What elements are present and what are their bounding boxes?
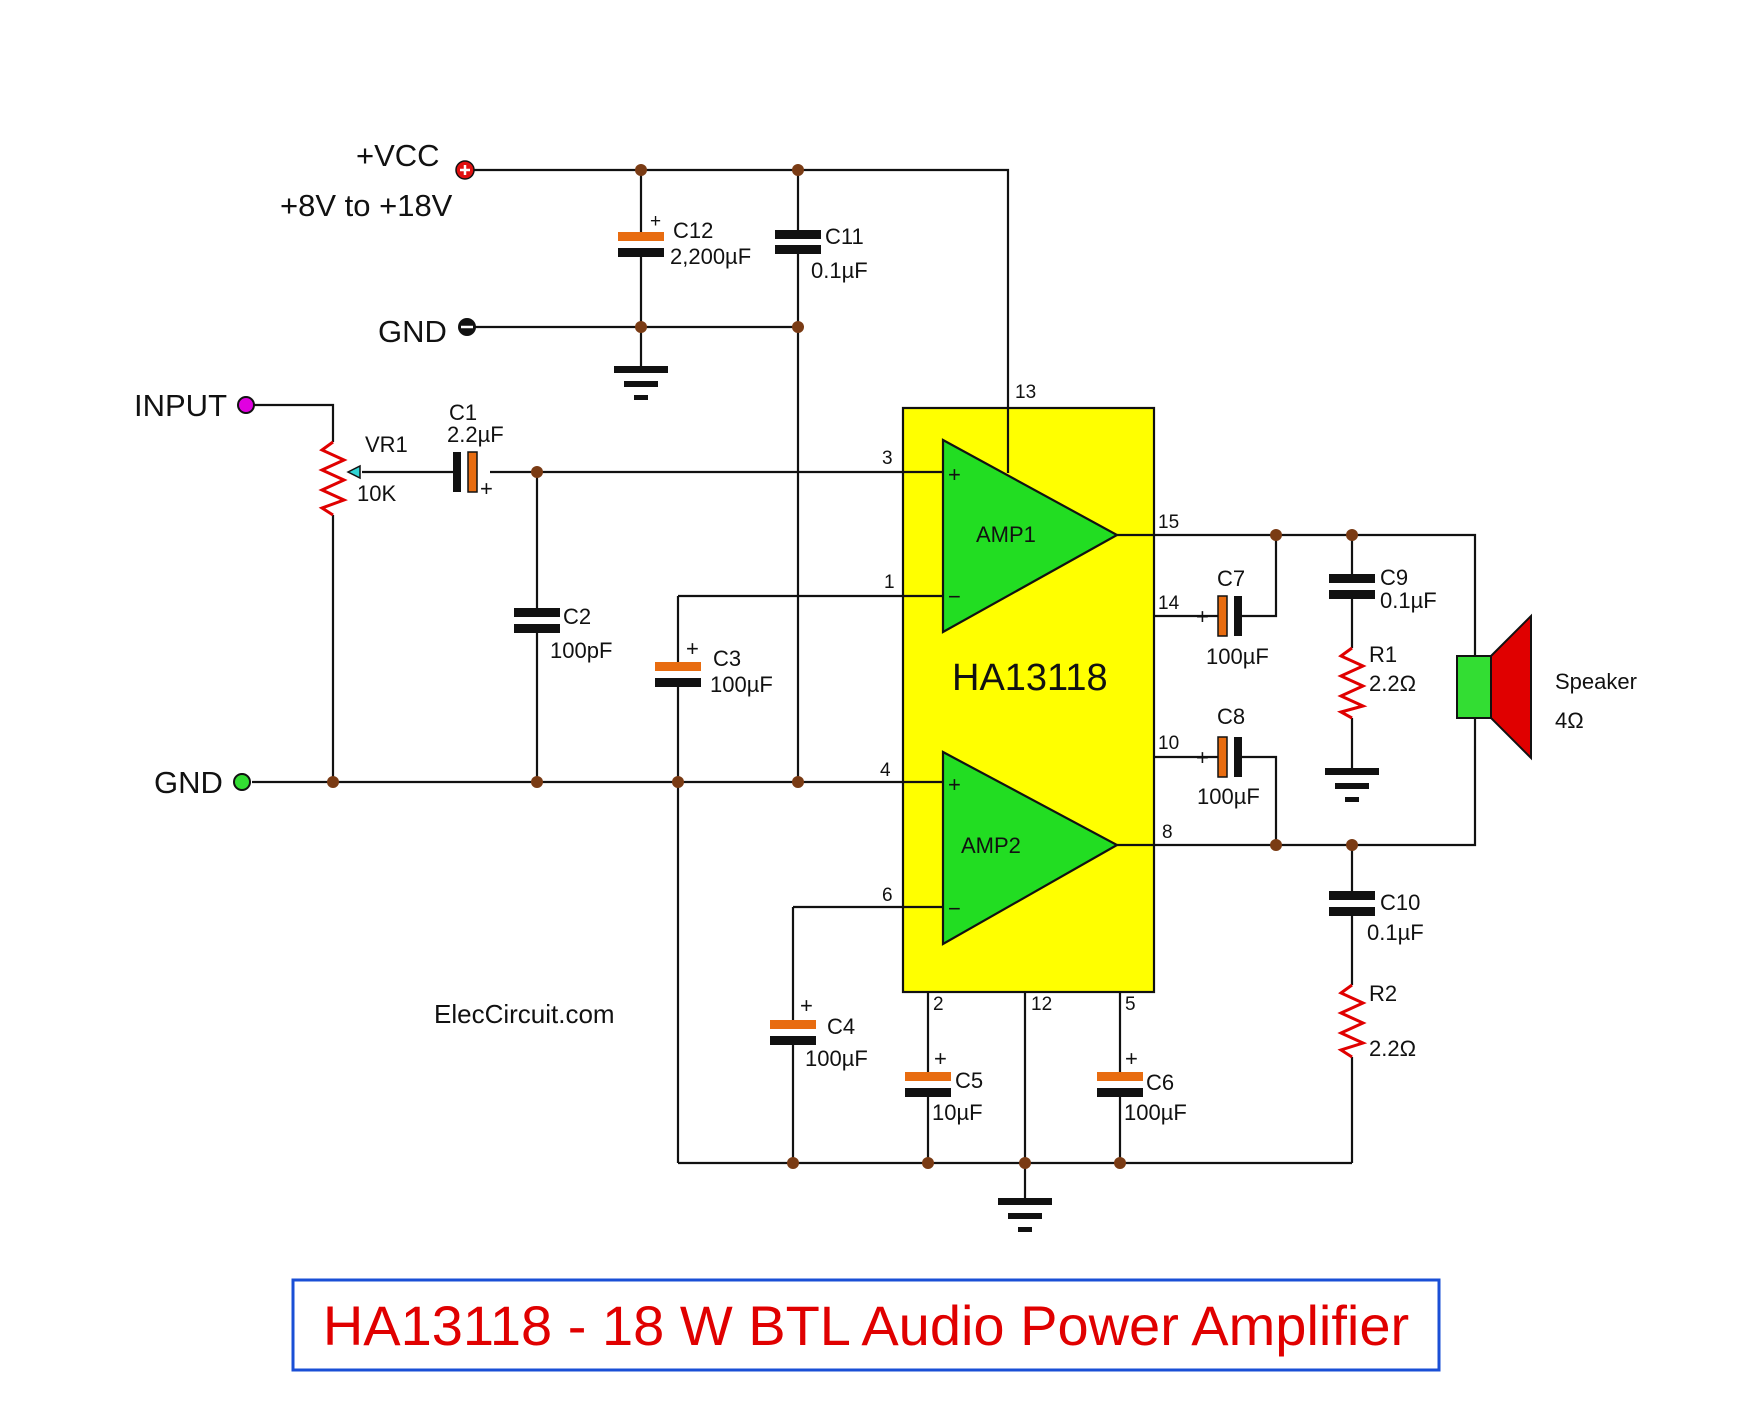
c1-name: C1 — [449, 400, 477, 425]
c9-name: C9 — [1380, 565, 1408, 590]
ic-internal-wires — [903, 470, 1154, 909]
c1-polarity-mark: + — [480, 476, 493, 501]
c5-name: C5 — [955, 1068, 983, 1093]
gnd-supply-label: GND — [378, 314, 447, 349]
gnd-input-terminal — [233, 773, 251, 791]
c5-polarity-mark: + — [934, 1046, 947, 1071]
r1-value: 2.2Ω — [1369, 671, 1416, 696]
c3-name: C3 — [713, 646, 741, 671]
vr1-value: 10K — [357, 481, 396, 506]
c4-name: C4 — [827, 1014, 855, 1039]
c3-polarity-mark: + — [686, 636, 699, 661]
c9-value: 0.1µF — [1380, 588, 1437, 613]
ic-name: HA13118 — [952, 657, 1108, 699]
pin-10-label: 10 — [1158, 733, 1179, 754]
pin-6-label: 6 — [882, 885, 893, 906]
pin-2-label: 2 — [933, 994, 944, 1015]
amp1-label: AMP1 — [976, 522, 1036, 547]
pin-1-label: 1 — [884, 572, 895, 593]
c8-name: C8 — [1217, 704, 1245, 729]
c8-polarity-mark: + — [1196, 745, 1209, 770]
c4-capacitor — [770, 1020, 816, 1045]
c4-polarity-mark: + — [800, 993, 813, 1018]
c12-capacitor — [618, 232, 664, 257]
r1-name: R1 — [1369, 642, 1397, 667]
speaker-name: Speaker — [1555, 669, 1637, 694]
labels: +VCC +8V to +18V GND INPUT GND + C12 2,2… — [134, 138, 1637, 1125]
amp2-plus-mark: + — [948, 772, 961, 797]
c5-capacitor — [905, 1072, 951, 1097]
c12-polarity-mark: + — [650, 211, 661, 232]
c9-capacitor — [1329, 574, 1375, 599]
pin-12-label: 12 — [1031, 994, 1052, 1015]
c8-capacitor — [1217, 736, 1242, 778]
c5-value: 10µF — [932, 1100, 983, 1125]
title-box — [291, 1278, 1441, 1372]
r2-resistor — [1337, 983, 1368, 1059]
c1-value: 2.2µF — [447, 422, 504, 447]
speaker-symbol — [1456, 613, 1532, 761]
c2-value: 100pF — [550, 638, 612, 663]
pin-8-label: 8 — [1162, 822, 1173, 843]
c7-name: C7 — [1217, 566, 1245, 591]
c6-capacitor — [1097, 1072, 1143, 1097]
vcc-range-label: +8V to +18V — [280, 188, 453, 223]
pin-3-label: 3 — [882, 448, 893, 469]
c2-capacitor — [514, 608, 560, 633]
c11-name: C11 — [825, 224, 864, 249]
gnd-supply-terminal — [458, 318, 476, 336]
junction-dots — [327, 164, 1358, 1169]
gnd-input-label: GND — [154, 765, 223, 800]
amp1-triangle — [941, 438, 1120, 634]
vr1-potentiometer — [318, 440, 361, 517]
pin-13-label: 13 — [1015, 382, 1036, 403]
c7-value: 100µF — [1206, 644, 1269, 669]
pin-15-label: 15 — [1158, 512, 1179, 533]
c6-value: 100µF — [1124, 1100, 1187, 1125]
r2-value: 2.2Ω — [1369, 1036, 1416, 1061]
speaker-value: 4Ω — [1555, 708, 1584, 733]
c10-capacitor — [1329, 891, 1375, 916]
c8-value: 100µF — [1197, 784, 1260, 809]
amp1-plus-mark: + — [948, 462, 961, 487]
ground-symbol-main — [998, 1198, 1052, 1232]
c7-polarity-mark: + — [1196, 604, 1209, 629]
c1-capacitor — [453, 451, 478, 493]
ground-symbol-supply — [614, 366, 668, 400]
c10-value: 0.1µF — [1367, 920, 1424, 945]
vcc-label: +VCC — [356, 138, 440, 173]
c12-value: 2,200µF — [670, 244, 751, 269]
input-label: INPUT — [134, 388, 227, 423]
pin-4-label: 4 — [880, 760, 891, 781]
pin-14-label: 14 — [1158, 593, 1180, 614]
amp2-label: AMP2 — [961, 833, 1021, 858]
amp2-triangle — [941, 750, 1120, 946]
c4-value: 100µF — [805, 1046, 868, 1071]
pin-5-label: 5 — [1125, 994, 1136, 1015]
c7-capacitor — [1217, 595, 1242, 637]
c10-name: C10 — [1380, 890, 1420, 915]
r2-name: R2 — [1369, 981, 1397, 1006]
watermark-text: ElecCircuit.com — [434, 999, 615, 1029]
vr1-name: VR1 — [365, 432, 408, 457]
amp2-minus-mark: − — [948, 896, 961, 921]
vcc-terminal — [455, 160, 475, 180]
c6-polarity-mark: + — [1125, 1046, 1138, 1071]
c3-capacitor — [655, 662, 701, 687]
c3-value: 100µF — [710, 672, 773, 697]
c11-value: 0.1µF — [811, 258, 868, 283]
c12-name: C12 — [673, 218, 713, 243]
amp1-minus-mark: − — [948, 584, 961, 609]
input-terminal — [237, 396, 255, 414]
title-text: HA13118 - 18 W BTL Audio Power Amplifier — [323, 1294, 1409, 1357]
wires — [252, 168, 1477, 1200]
ground-symbol-r1 — [1325, 768, 1379, 802]
r1-resistor — [1337, 646, 1368, 720]
c11-capacitor — [775, 230, 821, 254]
c6-name: C6 — [1146, 1070, 1174, 1095]
c2-name: C2 — [563, 604, 591, 629]
